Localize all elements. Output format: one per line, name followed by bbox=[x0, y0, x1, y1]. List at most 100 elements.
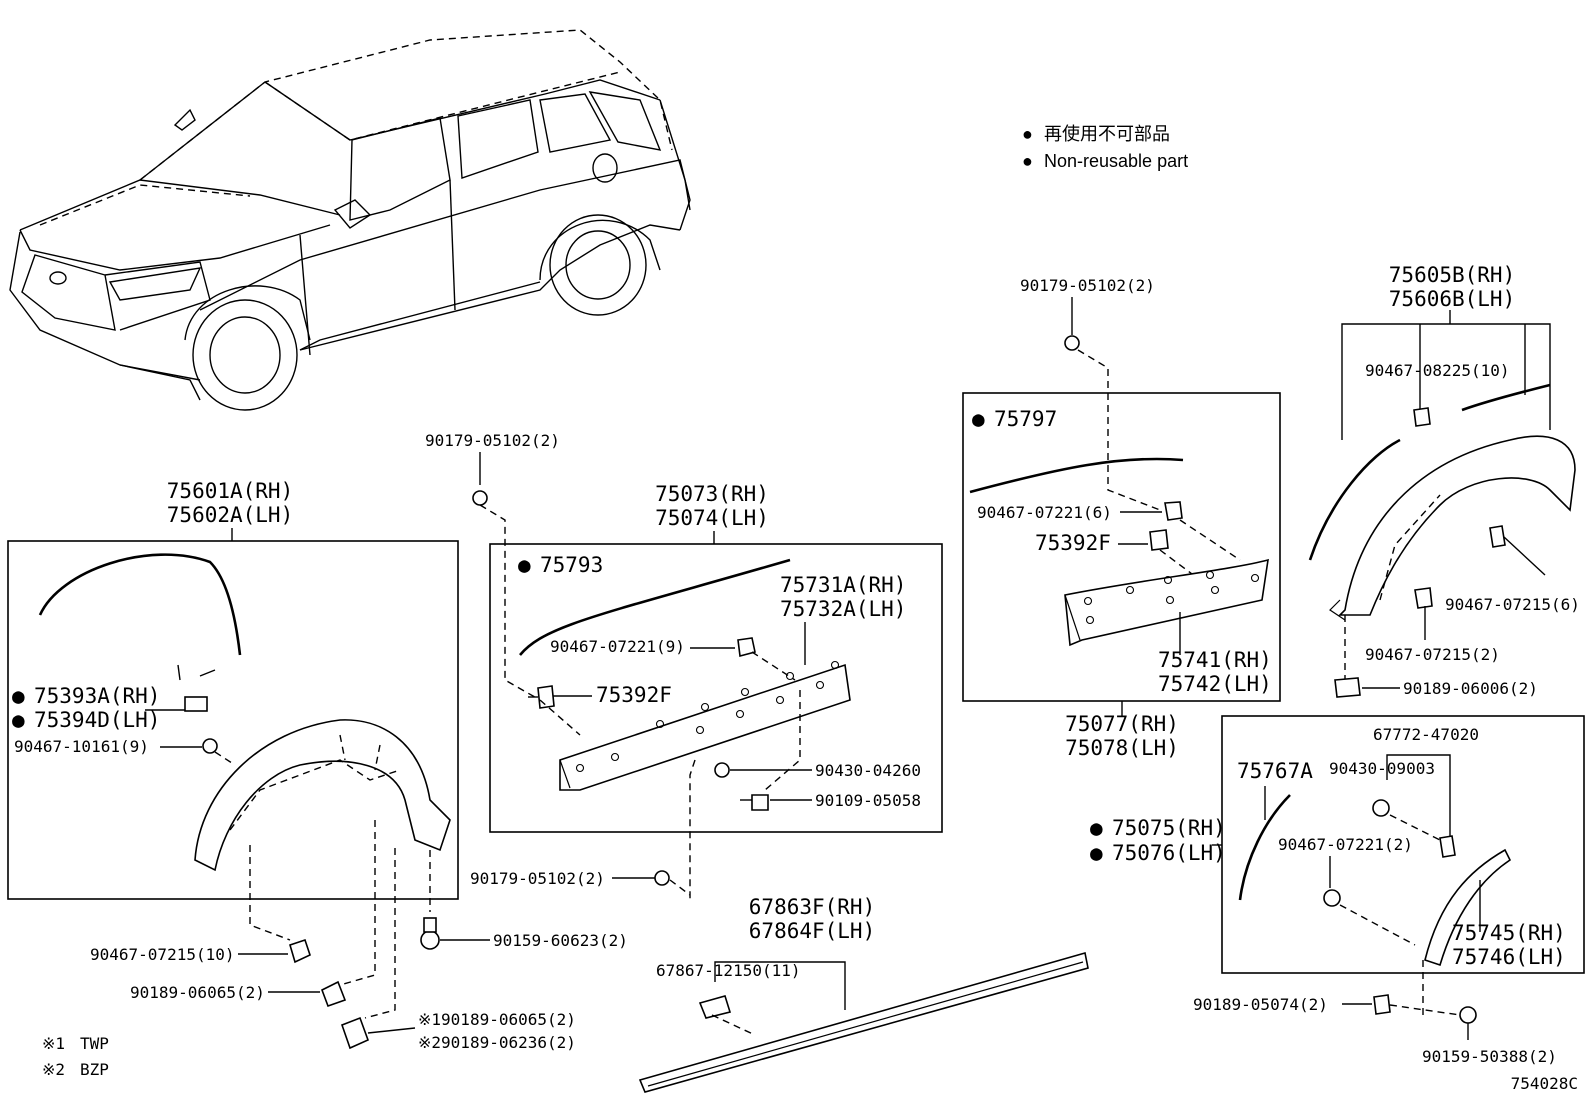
marker-75797: ● bbox=[972, 407, 985, 431]
part-label-90467-10161: 90467-10161(9) bbox=[14, 737, 149, 756]
clip-90189-06065 bbox=[320, 980, 347, 1008]
part-label-75394D: 75394D(LH) bbox=[34, 708, 160, 732]
part-label-90467-07221-9: 90467-07221(9) bbox=[550, 637, 685, 656]
legend: ● 再使用不可部品 ● Non-reusable part bbox=[1022, 124, 1188, 171]
rear-fender-flare bbox=[1338, 435, 1576, 616]
part-label-75797: 75797 bbox=[994, 407, 1057, 431]
marker-75075: ● bbox=[1090, 816, 1103, 840]
part-label-90189-06006: 90189-06006(2) bbox=[1403, 679, 1538, 698]
part-label-75076: 75076(LH) bbox=[1112, 841, 1226, 865]
legend-marker-en: ● bbox=[1022, 151, 1033, 171]
clip-90467-10161 bbox=[202, 738, 218, 754]
door-moulding-strip bbox=[519, 558, 791, 656]
footnote-2-mark: ※2 bbox=[42, 1060, 65, 1079]
part-label-75073: 75073(RH) bbox=[655, 482, 769, 506]
group-quarter-moulding: 67772-47020 90430-09003 75767A ● 75075(R… bbox=[1090, 715, 1585, 1066]
footnote-1-text: TWP bbox=[80, 1034, 109, 1053]
part-label-75732A: 75732A(LH) bbox=[780, 597, 906, 621]
part-label-75075: 75075(RH) bbox=[1112, 816, 1226, 840]
rear-arch-strip bbox=[1308, 438, 1401, 561]
clip-90467-07221-2 bbox=[1323, 889, 1341, 907]
part-label-75393A: 75393A(RH) bbox=[34, 684, 160, 708]
legend-marker-ja: ● bbox=[1022, 124, 1033, 144]
part-label-75742: 75742(LH) bbox=[1158, 672, 1272, 696]
rocker-moulding-strip bbox=[638, 951, 1089, 1093]
part-label-90179-05102-c: 90179-05102(2) bbox=[1020, 276, 1155, 295]
part-label-90189-06065: 90189-06065(2) bbox=[130, 983, 265, 1002]
vehicle-illustration bbox=[9, 29, 691, 411]
group-rear-door-moulding: 90179-05102(2) ● 75797 90467-07221(6) 75… bbox=[962, 276, 1281, 760]
clip-90467-07221-6 bbox=[1164, 501, 1183, 521]
part-label-67864F: 67864F(LH) bbox=[749, 919, 875, 943]
part-label-75731A: 75731A(RH) bbox=[780, 573, 906, 597]
part-label-90467-08225: 90467-08225(10) bbox=[1365, 361, 1510, 380]
part-label-2-90189-06236: ※290189-06236(2) bbox=[418, 1033, 576, 1052]
washer-90430-04260 bbox=[714, 762, 730, 778]
part-label-90467-07221-6: 90467-07221(6) bbox=[977, 503, 1112, 522]
quarter-moulding-panel bbox=[1424, 848, 1512, 967]
part-label-75605B: 75605B(RH) bbox=[1389, 263, 1515, 287]
part-label-90467-07215-6: 90467-07215(6) bbox=[1445, 595, 1580, 614]
screw-90159-60623 bbox=[420, 930, 440, 950]
part-label-90159-60623: 90159-60623(2) bbox=[493, 931, 628, 950]
part-label-90467-07215-2: 90467-07215(2) bbox=[1365, 645, 1500, 664]
part-label-75601A: 75601A(RH) bbox=[167, 479, 293, 503]
fender-arch-strip bbox=[38, 553, 242, 656]
part-label-90159-50388: 90159-50388(2) bbox=[1422, 1047, 1557, 1066]
part-label-90467-07215-10: 90467-07215(10) bbox=[90, 945, 235, 964]
part-label-75745: 75745(RH) bbox=[1452, 921, 1566, 945]
part-label-75793: 75793 bbox=[540, 553, 603, 577]
washer-90430-09003 bbox=[1372, 799, 1390, 817]
clip-75392F-a bbox=[537, 685, 555, 709]
group-front-door-moulding: 90179-05102(2) 75073(RH) 75074(LH) ● 757… bbox=[425, 431, 943, 900]
part-label-90430-09003: 90430-09003 bbox=[1329, 759, 1435, 778]
part-label-90179-05102-a: 90179-05102(2) bbox=[425, 431, 560, 450]
footnote-2-text: BZP bbox=[80, 1060, 109, 1079]
fender-flare bbox=[194, 719, 451, 872]
door-moulding-panel bbox=[559, 663, 851, 791]
part-label-75606B: 75606B(LH) bbox=[1389, 287, 1515, 311]
rear-door-panel bbox=[1064, 558, 1269, 647]
nut-90179-05102-b bbox=[654, 870, 670, 886]
clip-90467-07221-9 bbox=[737, 637, 756, 658]
bolt-67772-47020 bbox=[1439, 835, 1456, 858]
part-label-90430-04260: 90430-04260 bbox=[815, 761, 921, 780]
footnote-1-mark: ※1 bbox=[42, 1034, 65, 1053]
bolt-90109-05058 bbox=[751, 794, 769, 811]
part-label-75077: 75077(RH) bbox=[1065, 712, 1179, 736]
marker-75076: ● bbox=[1090, 841, 1103, 865]
clip-67867-12150 bbox=[698, 995, 732, 1019]
part-label-90467-07221-2: 90467-07221(2) bbox=[1278, 835, 1413, 854]
part-label-1-90189-06065: ※190189-06065(2) bbox=[418, 1010, 576, 1029]
part-label-75074: 75074(LH) bbox=[655, 506, 769, 530]
diagram-code: 754028C bbox=[1511, 1074, 1578, 1093]
clip-90467-07215-6 bbox=[1489, 525, 1506, 548]
rear-door-strip bbox=[969, 457, 1184, 494]
part-label-67867-12150: 67867-12150(11) bbox=[656, 961, 801, 980]
legend-text-en: Non-reusable part bbox=[1044, 151, 1188, 171]
group-front-fender-moulding: 75601A(RH) 75602A(LH) ● 75393A(RH) ● 753… bbox=[7, 479, 628, 1052]
marker-75793: ● bbox=[518, 553, 531, 577]
nut-90179-05102-c bbox=[1064, 335, 1080, 351]
group-rocker-moulding: 67863F(RH) 67864F(LH) 67867-12150(11) bbox=[638, 895, 1089, 1093]
part-label-67772-47020: 67772-47020 bbox=[1373, 725, 1479, 744]
footnotes: ※1 TWP ※2 BZP bbox=[42, 1034, 109, 1079]
legend-text-ja: 再使用不可部品 bbox=[1044, 124, 1170, 144]
clip-90189-06006 bbox=[1334, 677, 1361, 698]
part-label-75767A: 75767A bbox=[1237, 759, 1313, 783]
clip-90467-08225 bbox=[1413, 407, 1431, 427]
group-rear-fender-flare: 75605B(RH) 75606B(LH) 90467-08225(10) 90… bbox=[1308, 263, 1580, 698]
marker-75393A: ● bbox=[12, 684, 25, 708]
part-label-90109-05058: 90109-05058 bbox=[815, 791, 921, 810]
part-label-75392F-a: 75392F bbox=[596, 683, 672, 707]
clip-75393A bbox=[184, 696, 208, 712]
part-label-90189-05074: 90189-05074(2) bbox=[1193, 995, 1328, 1014]
screw-90159-50388 bbox=[1459, 1006, 1477, 1024]
clip-75392F-b bbox=[1149, 529, 1169, 551]
clip-90189-05074 bbox=[1373, 994, 1391, 1015]
marker-75394D: ● bbox=[12, 708, 25, 732]
part-label-90179-05102-b: 90179-05102(2) bbox=[470, 869, 605, 888]
part-label-75078: 75078(LH) bbox=[1065, 736, 1179, 760]
part-label-75392F-b: 75392F bbox=[1035, 531, 1111, 555]
